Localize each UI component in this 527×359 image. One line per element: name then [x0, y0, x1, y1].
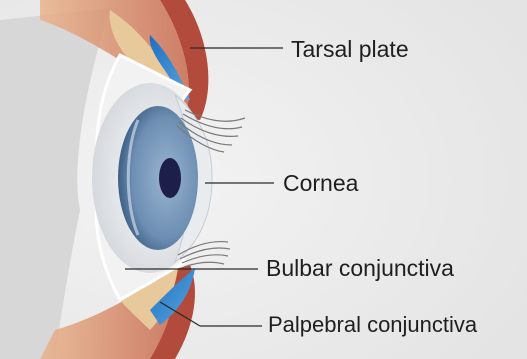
- palpebral-conjunctiva-label: Palpebral conjunctiva: [268, 314, 477, 336]
- tarsal-plate-label: Tarsal plate: [291, 38, 409, 61]
- cornea-label: Cornea: [283, 172, 358, 195]
- pupil: [159, 158, 181, 198]
- bulbar-conjunctiva-label: Bulbar conjunctiva: [266, 257, 454, 280]
